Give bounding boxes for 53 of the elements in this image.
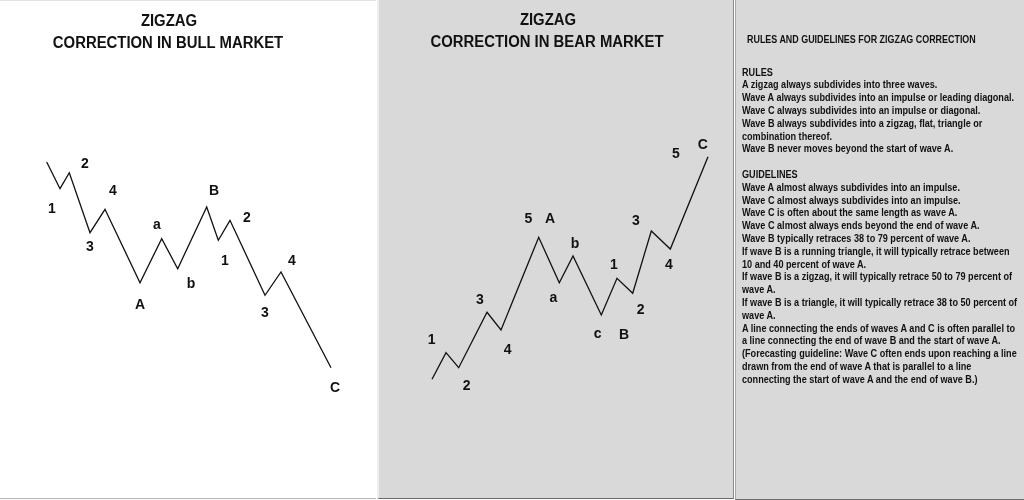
section-heading: GUIDELINES xyxy=(742,168,799,182)
panel-heading: ZIGZAG xyxy=(140,12,198,30)
panel-subheading: CORRECTION IN BULL MARKET xyxy=(52,34,284,52)
wave-label: B xyxy=(208,182,220,198)
wave-label: 3 xyxy=(632,212,640,228)
panel-heading: ZIGZAG xyxy=(519,11,577,29)
panel-subheading: CORRECTION IN BEAR MARKET xyxy=(430,33,664,51)
guideline-text: If wave B is a zigzag, it will typically retrace 50 to 79 percent of wave A. xyxy=(742,271,1014,297)
rule-text: Wave B always subdivides into a zigzag, flat, triangle or combination thereof. xyxy=(742,117,984,144)
wave-label: 2 xyxy=(636,301,645,317)
chart-panel xyxy=(0,0,376,499)
wave-label: 3 xyxy=(476,291,484,307)
wave-label: 4 xyxy=(665,256,673,272)
wave-label: 5 xyxy=(524,210,533,226)
guideline-text: If wave B is a running triangle, it will typically retrace between 10 and 40 percent of wave A. xyxy=(742,245,1011,272)
wave-label: c xyxy=(593,325,602,341)
wave-label: b xyxy=(570,235,580,251)
guideline-text: Wave A almost always subdivides into an impulse. xyxy=(742,181,961,195)
wave-label: 4 xyxy=(109,182,117,198)
section-heading: RULES xyxy=(742,66,774,80)
wave-label: A xyxy=(544,210,556,226)
guideline-text: If wave B is a triangle, it will typically retrace 38 to 50 percent of wave A. xyxy=(742,296,1018,323)
guideline-text: Wave B typically retraces 38 to 79 percent of wave A. xyxy=(742,232,972,246)
wave-label: 1 xyxy=(427,331,436,347)
wave-label: 4 xyxy=(503,341,512,357)
text-panel xyxy=(735,0,1024,500)
rule-text: Wave A always subdivides into an impulse or leading diagonal. xyxy=(742,92,1016,105)
wave-label: 1 xyxy=(610,256,618,272)
wave-label: B xyxy=(618,326,630,342)
wave-label: A xyxy=(134,296,146,312)
wave-label: C xyxy=(329,379,341,395)
guideline-text: A line connecting the ends of waves A and C is often parallel to a line connecting the end of wave B and the start of wave A. (Forecasting guideline: Wave C often ends upon reaching a line drawn from the end of wave A that is parallel to a line connecting the start of wave A and the end of wave B.) xyxy=(742,322,1018,387)
wave-label: 3 xyxy=(86,238,94,254)
wave-label: 1 xyxy=(221,252,229,268)
wave-label: 5 xyxy=(672,145,680,161)
rule-text: A zigzag always subdivides into three waves. xyxy=(742,79,939,93)
wave-label: 2 xyxy=(462,377,471,393)
wave-label: 2 xyxy=(243,209,251,225)
wave-label: 3 xyxy=(261,304,269,320)
wave-label: b xyxy=(186,275,196,291)
rule-text: Wave B never moves beyond the start of wave A. xyxy=(742,143,955,157)
wave-label: a xyxy=(153,216,161,232)
wave-label: a xyxy=(549,289,558,305)
chart-panel xyxy=(377,0,734,499)
rule-text: Wave C always subdivides into an impulse or diagonal. xyxy=(742,105,982,118)
wave-label: 2 xyxy=(81,155,89,171)
wave-label: 4 xyxy=(288,252,296,268)
guideline-text: Wave C almost always subdivides into an impulse. xyxy=(742,194,962,208)
wave-label: C xyxy=(697,136,708,152)
panel-heading: RULES AND GUIDELINES FOR ZIGZAG CORRECTION xyxy=(747,33,976,46)
guideline-text: Wave C is often about the same length as wave A. xyxy=(742,207,959,221)
wave-label: 1 xyxy=(48,200,56,216)
guideline-text: Wave C almost always ends beyond the end of wave A. xyxy=(742,220,981,233)
